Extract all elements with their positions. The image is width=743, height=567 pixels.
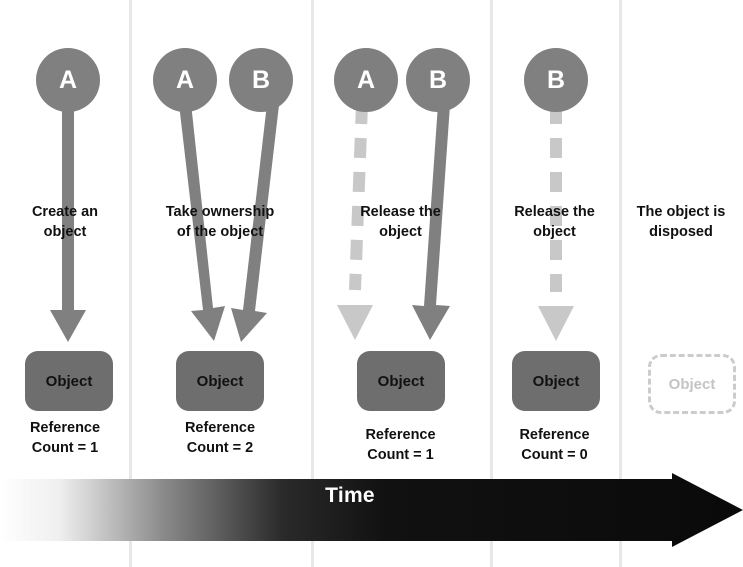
caption-line-2: of the object bbox=[176, 223, 264, 240]
owner-circle-b: B bbox=[406, 48, 470, 112]
owner-circle-a: A bbox=[334, 48, 398, 112]
caption-line-2: disposed bbox=[649, 223, 713, 240]
arrow-stage4-b bbox=[538, 104, 574, 341]
refcount-line-2: Count = 1 bbox=[367, 446, 434, 463]
caption-line-2: object bbox=[379, 223, 422, 240]
arrow-stage3-a bbox=[337, 103, 373, 340]
stage-5: The object is disposed Object bbox=[619, 0, 743, 567]
arrow-stage2-a bbox=[179, 103, 225, 341]
arrow-stage3-b bbox=[412, 104, 450, 340]
time-arrow bbox=[0, 473, 743, 547]
stage-divider-1 bbox=[129, 0, 132, 567]
refcount-line-2: Count = 0 bbox=[521, 446, 588, 463]
stage-divider-4 bbox=[619, 0, 622, 567]
refcount-line-2: Count = 2 bbox=[186, 439, 254, 456]
reference-count: Reference Count = 1 bbox=[311, 426, 490, 465]
object-box: Object bbox=[512, 351, 600, 411]
stage-divider-3 bbox=[490, 0, 493, 567]
reference-count: Reference Count = 2 bbox=[130, 419, 310, 458]
object-box-disposed: Object bbox=[648, 354, 736, 414]
stage-caption: Take ownership of the object bbox=[130, 203, 310, 242]
refcount-line-1: Reference bbox=[29, 420, 101, 436]
owner-circle-a: A bbox=[36, 48, 100, 112]
refcount-line-2: Count = 1 bbox=[31, 439, 99, 456]
stage-1: A Create an object Object Reference Coun… bbox=[0, 0, 129, 567]
owner-circle-b: B bbox=[229, 48, 293, 112]
caption-line-1: Create an bbox=[31, 204, 99, 220]
reference-count: Reference Count = 0 bbox=[490, 426, 619, 465]
stage-caption: Create an object bbox=[4, 203, 126, 242]
caption-line-2: object bbox=[533, 223, 576, 240]
time-arrow-shape bbox=[0, 473, 743, 547]
refcount-line-1: Reference bbox=[519, 427, 590, 443]
stage-4: B Release the object Object Reference Co… bbox=[490, 0, 619, 567]
owner-circle-a: A bbox=[153, 48, 217, 112]
arrow-stage1-a bbox=[50, 104, 86, 342]
stage-caption: The object is disposed bbox=[619, 203, 743, 242]
stage-3: A B Release the object Object Reference … bbox=[311, 0, 490, 567]
owner-circle-b: B bbox=[524, 48, 588, 112]
caption-line-1: Take ownership bbox=[165, 204, 275, 220]
arrow-stage2-b bbox=[231, 104, 279, 342]
stage-divider-2 bbox=[311, 0, 314, 567]
reference-count: Reference Count = 1 bbox=[4, 419, 126, 458]
caption-line-1: Release the bbox=[514, 204, 595, 220]
object-box: Object bbox=[176, 351, 264, 411]
refcount-line-1: Reference bbox=[365, 427, 436, 443]
object-box: Object bbox=[25, 351, 113, 411]
caption-line-2: object bbox=[43, 223, 87, 240]
stage-2: A B Take ownership of the object Object … bbox=[129, 0, 311, 567]
refcount-line-1: Reference bbox=[184, 420, 256, 436]
stage-caption: Release the object bbox=[490, 203, 619, 242]
caption-line-1: Release the bbox=[360, 204, 441, 220]
caption-line-1: The object is bbox=[636, 204, 726, 220]
object-box: Object bbox=[357, 351, 445, 411]
stage-caption: Release the object bbox=[311, 203, 490, 242]
time-label: Time bbox=[325, 484, 375, 507]
